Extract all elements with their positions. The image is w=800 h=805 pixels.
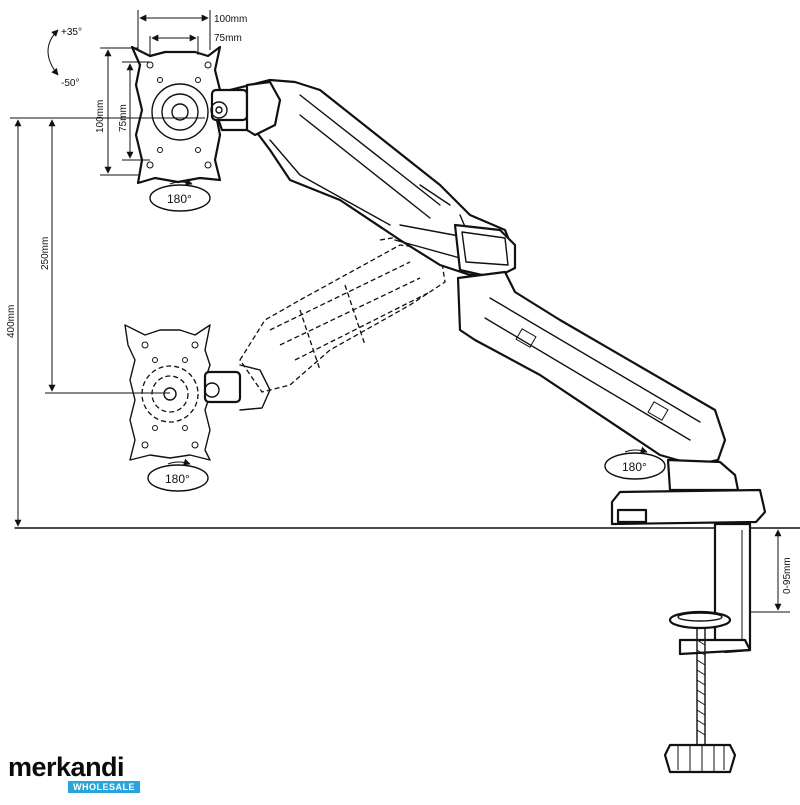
brand-logo: merkandi xyxy=(8,752,125,782)
vesa-width-max-label: 100mm xyxy=(214,14,247,25)
arm-travel-dimension xyxy=(45,119,170,394)
lower-rotation-label: 180° xyxy=(165,472,190,486)
clamp-range-dimension xyxy=(750,529,790,613)
lower-fixed-arm xyxy=(456,270,727,467)
tilt-down-label: -50° xyxy=(61,78,79,89)
base-rotation-label: 180° xyxy=(622,460,647,474)
upper-rotation-icon xyxy=(149,178,211,212)
tilt-arrow-icon xyxy=(47,29,59,76)
upper-gas-spring-arm xyxy=(208,78,517,280)
height-range-label: 400mm xyxy=(6,305,17,338)
tilt-up-label: +35° xyxy=(61,27,82,38)
vesa-width-min-label: 75mm xyxy=(214,33,242,44)
vesa-height-max-label: 100mm xyxy=(95,100,106,133)
arm-travel-label: 250mm xyxy=(40,237,51,270)
clamp-range-label: 0-95mm xyxy=(782,557,793,594)
upper-rotation-label: 180° xyxy=(167,192,192,206)
base-rotation-icon xyxy=(604,446,666,480)
desk-clamp-base xyxy=(610,458,767,774)
brand-badge: WHOLESALE xyxy=(68,781,140,793)
upper-vesa-plate xyxy=(130,45,282,185)
vesa-width-dimension xyxy=(137,10,211,55)
height-range-dimension xyxy=(10,117,205,527)
vesa-height-dimension xyxy=(100,47,150,176)
lower-rotation-icon xyxy=(147,458,209,492)
lower-vesa-plate xyxy=(124,324,271,461)
